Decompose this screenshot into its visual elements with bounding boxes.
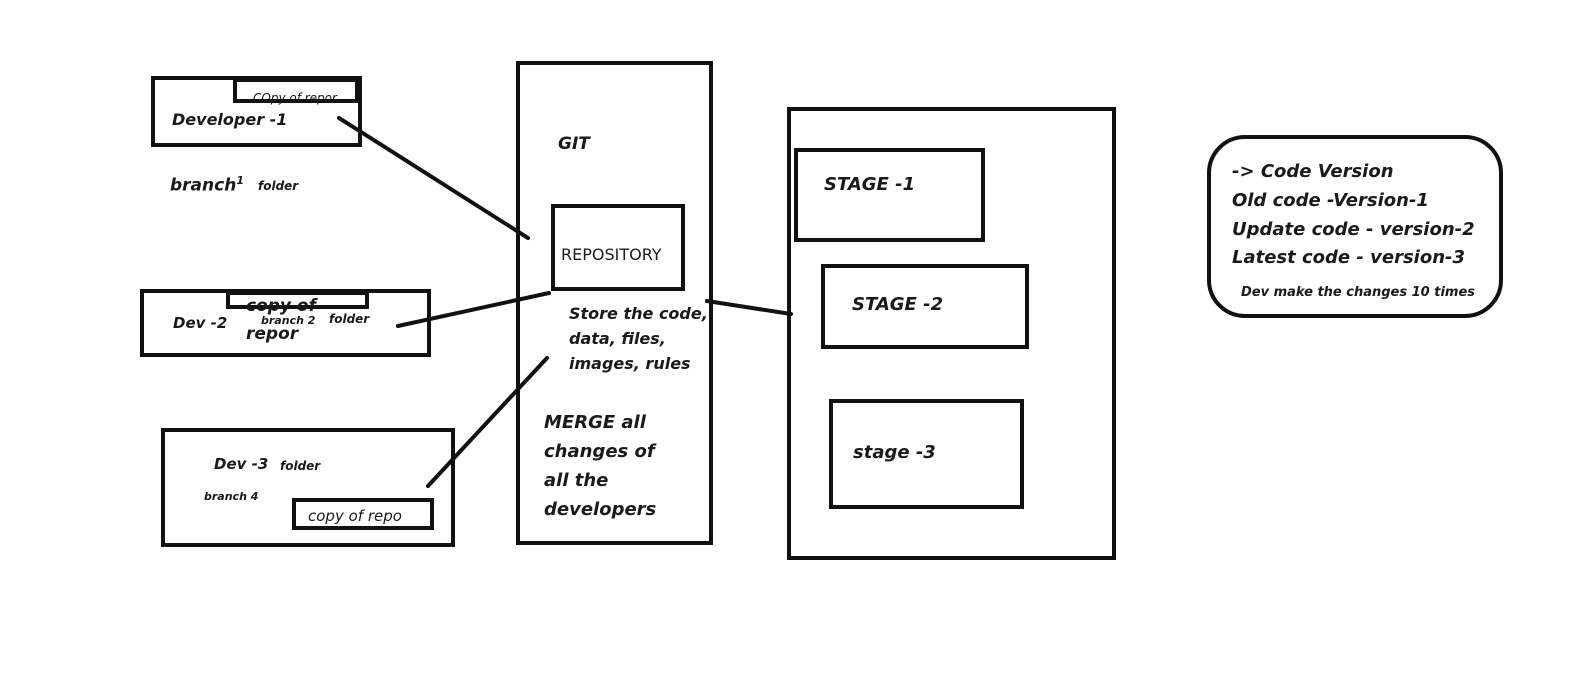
developer-2-copy-box (226, 291, 369, 309)
version-note-line-1: -> Code Version (1232, 161, 1394, 182)
developer-2-copy-label-line2: repor (246, 324, 299, 344)
developer-3-folder-label: folder (280, 459, 321, 473)
repository-description: Store the code, data, files, images, rul… (569, 304, 708, 373)
version-note-box (1207, 135, 1503, 318)
developer-2-label: Dev -2 (173, 314, 228, 332)
developer-1-branch-label: branch1 (170, 175, 244, 196)
repository-box (551, 204, 685, 291)
repository-label: REPOSITORY (561, 245, 662, 264)
developer-1-copy-box (233, 78, 359, 103)
stage-1-label: STAGE -1 (824, 174, 916, 195)
stage-1-box (794, 148, 985, 242)
developer-2-copy-label-line1: copy of (246, 296, 317, 316)
connector-dev2-git (396, 291, 551, 328)
stages-container (787, 107, 1116, 560)
connector-git-stages (705, 299, 793, 316)
developer-3-copy-box (292, 498, 434, 530)
version-note-line-2: Old code -Version-1 (1232, 190, 1429, 211)
developer-3-branch-label: branch 4 (204, 490, 259, 503)
connector-dev1-git (337, 116, 530, 240)
connector-dev3-git (426, 356, 549, 488)
stage-2-label: STAGE -2 (852, 294, 944, 315)
developer-1-copy-label: COpy of repor (253, 91, 337, 105)
developer-2-branch-label: branch 2 (261, 314, 316, 327)
developer-3-box (161, 428, 455, 547)
developer-1-branch-number: 1 (236, 174, 244, 187)
stage-3-label: stage -3 (853, 442, 936, 463)
version-note-line-4: Latest code - version-3 (1232, 247, 1466, 268)
merge-description: MERGE all changes of all the developers (544, 412, 657, 520)
git-box (516, 61, 713, 545)
developer-2-folder-label: folder (329, 312, 370, 326)
developer-1-label: Developer -1 (172, 110, 288, 129)
developer-1-branch-text: branch (170, 175, 237, 196)
git-title: GIT (558, 134, 590, 154)
developer-3-copy-label: copy of repo (308, 507, 402, 525)
developer-3-label: Dev -3 (214, 455, 269, 473)
version-note-footnote: Dev make the changes 10 times (1241, 285, 1476, 300)
developer-1-folder-label: folder (258, 179, 299, 193)
stage-2-box (821, 264, 1029, 349)
version-note-line-3: Update code - version-2 (1232, 219, 1475, 240)
stage-3-box (829, 399, 1024, 509)
